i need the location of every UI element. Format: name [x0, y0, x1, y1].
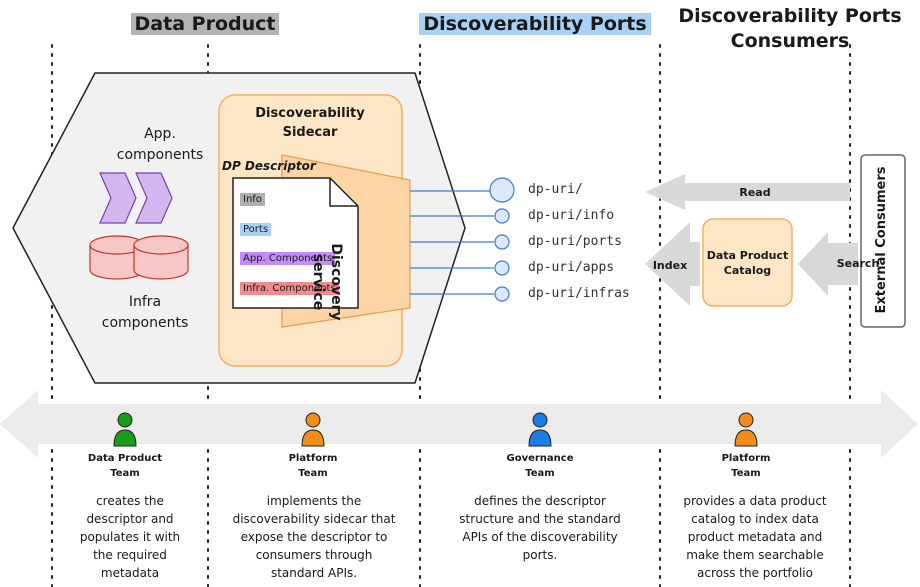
person-icon-data-product-team — [113, 412, 137, 447]
port-ports-circle — [494, 234, 510, 250]
person-icon-platform-team-2 — [734, 412, 758, 447]
index-label: Index — [652, 259, 688, 272]
port-apps-circle — [494, 260, 510, 276]
infra-components-icon — [89, 235, 189, 280]
person-icon-governance-team — [528, 412, 552, 447]
port-infras-circle — [494, 286, 510, 302]
port-label-apps: dp-uri/apps — [528, 260, 615, 275]
sidecar-title: Discoverability Sidecar — [255, 106, 365, 140]
read-arrow — [645, 174, 850, 210]
external-consumers-label: External Consumers — [874, 166, 889, 314]
teams-band-arrow — [0, 390, 918, 458]
infra-components-label: Infra components — [101, 294, 189, 331]
header-ports: Discoverability Ports — [410, 13, 660, 35]
app-components-icon — [99, 172, 173, 224]
external-consumers-box — [860, 154, 906, 328]
port-label-ports: dp-uri/ports — [528, 234, 622, 249]
app-components-label: App. components — [116, 126, 204, 163]
port-root-circle — [489, 177, 515, 203]
index-arrow — [645, 222, 700, 306]
header-consumers: Discoverability Ports Consumers — [678, 5, 902, 52]
descriptor-tag-app-components: App. Components — [240, 252, 336, 265]
discovery-service-label: Discovery service — [310, 243, 344, 321]
descriptor-title: DP Descriptor — [222, 159, 316, 173]
catalog-box — [702, 218, 793, 307]
descriptor-tag-ports: Ports — [240, 223, 272, 236]
descriptor-tag-infra-components: Infra. Components — [240, 282, 339, 295]
port-label-infras: dp-uri/infras — [528, 286, 630, 301]
descriptor-tag-info: Info — [240, 193, 265, 206]
search-arrow — [798, 232, 858, 296]
catalog-label: Data Product Catalog — [706, 249, 789, 277]
person-icon-platform-team-1 — [301, 412, 325, 447]
port-label-info: dp-uri/info — [528, 208, 615, 223]
search-label: Search — [836, 257, 880, 270]
read-label: Read — [739, 186, 771, 199]
port-info-circle — [494, 208, 510, 224]
header-data-product: Data Product — [0, 13, 410, 35]
port-label-root: dp-uri/ — [528, 182, 583, 197]
descriptor-document — [232, 177, 359, 309]
